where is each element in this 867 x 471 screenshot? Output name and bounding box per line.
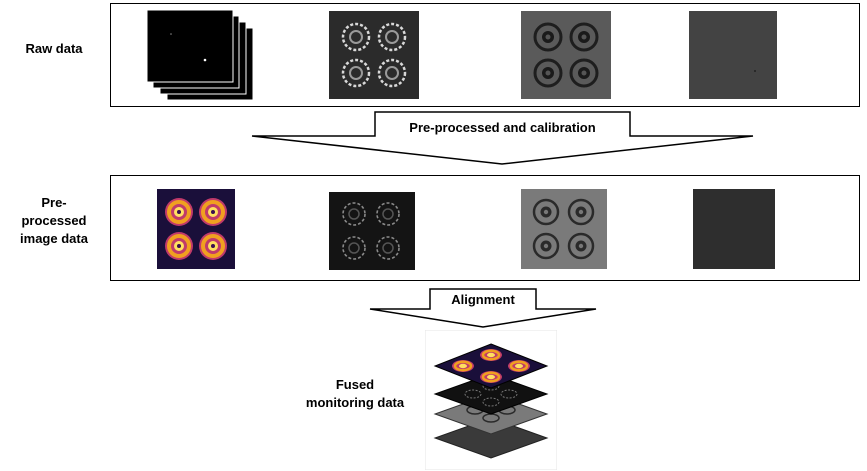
- raw-data-label: Raw data: [25, 41, 83, 56]
- alignment-arrow: [368, 287, 598, 329]
- raw-ring-image-dark: [521, 11, 611, 99]
- fused-layer-stack-image: [425, 330, 557, 470]
- preprocessed-inferno-image: [157, 189, 235, 269]
- alignment-arrow-label: Alignment: [451, 292, 515, 307]
- preprocessed-grey-ring-image: [521, 189, 607, 269]
- fused-data-label: Fused monitoring data: [305, 377, 405, 410]
- raw-flat-image: [689, 11, 777, 99]
- raw-ring-image-bright: [329, 11, 419, 99]
- preprocessed-flat-image: [693, 189, 775, 269]
- raw-data-panel: [110, 3, 860, 107]
- calibration-arrow: [250, 110, 755, 166]
- calibration-arrow-label: Pre-processed and calibration: [409, 120, 596, 135]
- preprocessed-data-panel: [110, 175, 860, 281]
- preprocessed-dark-ring-image: [329, 192, 415, 270]
- raw-stack-image: [147, 10, 257, 104]
- preprocessed-data-label: Pre- processed image data: [20, 195, 88, 246]
